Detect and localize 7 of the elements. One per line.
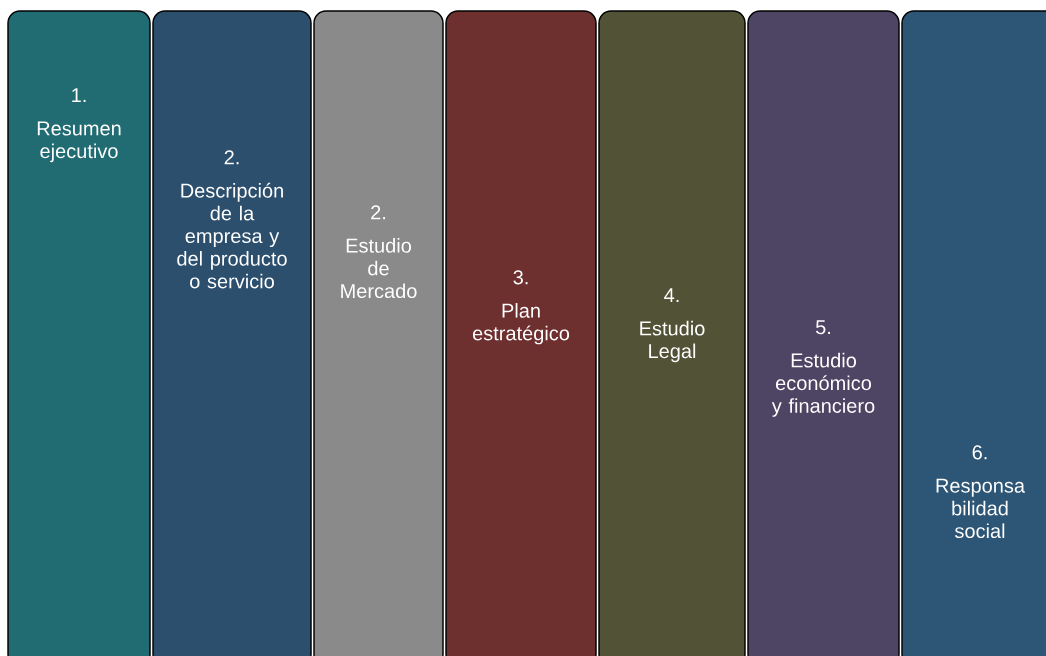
column-box: 2. Descripción de la empresa y del producto o servicio [152, 10, 312, 656]
column-box: 4. Estudio Legal [598, 10, 746, 656]
column-box: 6. Responsa bilidad social [901, 10, 1046, 656]
column-box: 5. Estudio económico y financiero [747, 10, 900, 656]
column-box: 1. Resumen ejecutivo [7, 10, 151, 656]
column-box: 3. Plan estratégico [445, 10, 597, 656]
column-box: 2. Estudio de Mercado [313, 10, 444, 656]
